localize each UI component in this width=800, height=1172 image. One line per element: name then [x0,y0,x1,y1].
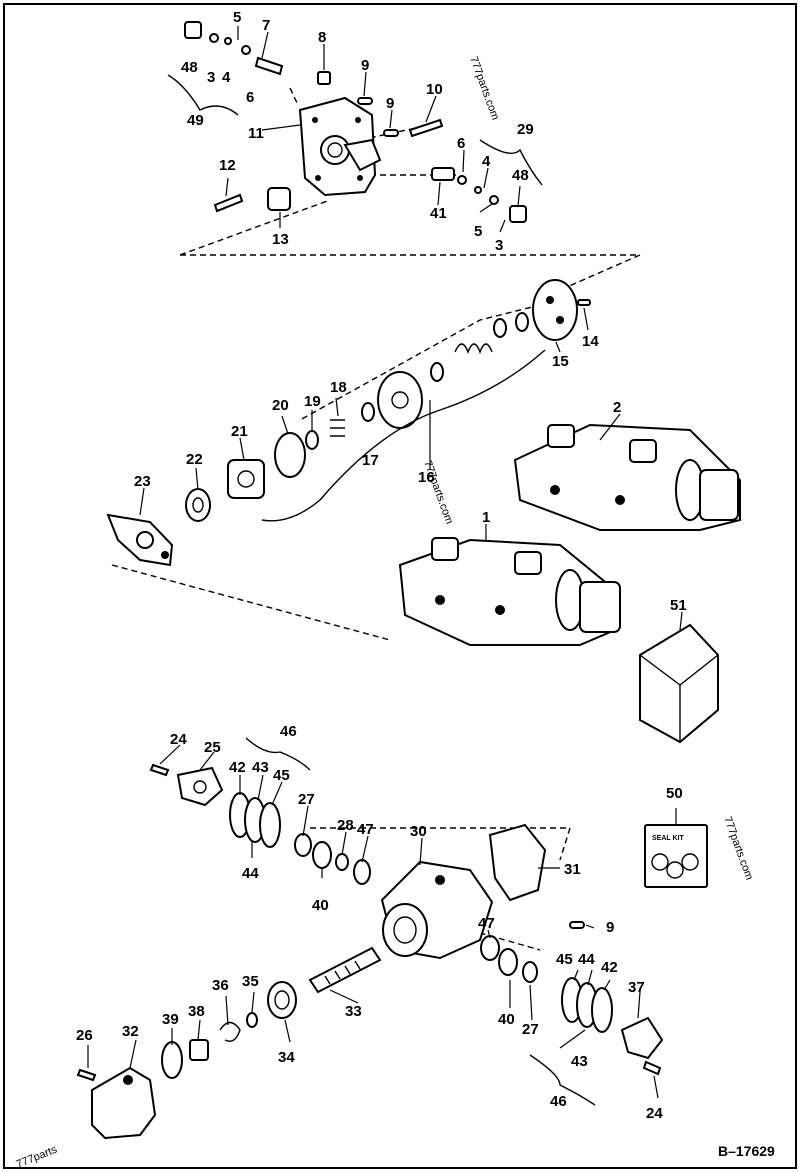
figure-number: B–17629 [718,1143,775,1159]
watermarks: 777parts.com 777parts.com 777parts.com 7… [15,55,756,1171]
callout-22: 22 [186,451,203,468]
callout-49: 49 [187,112,204,129]
callout-46: 46 [550,1093,567,1110]
end-cap-group [167,21,641,291]
callout-45: 45 [556,951,573,968]
callout-39: 39 [162,1011,179,1028]
callout-38: 38 [188,1003,205,1020]
callout-41: 41 [430,205,447,222]
callout-5: 5 [474,223,482,240]
callout-29: 29 [517,121,534,138]
seal-kit-label: SEAL KIT [652,835,684,842]
callout-10: 10 [426,81,443,98]
callout-9: 9 [361,57,369,74]
callout-23: 23 [134,473,151,490]
callout-21: 21 [231,423,248,440]
callout-3: 3 [495,237,503,254]
callout-34: 34 [278,1049,295,1066]
callout-1: 1 [482,509,490,526]
callout-42: 42 [601,959,618,976]
callout-18: 18 [330,379,347,396]
callout-17: 17 [362,452,379,469]
callout-48: 48 [181,59,198,76]
callout-30: 30 [410,823,427,840]
callout-12: 12 [219,157,236,174]
leader-lines [87,26,683,1099]
callout-5: 5 [233,9,241,26]
callout-31: 31 [564,861,581,878]
callout-26: 26 [76,1027,93,1044]
callout-6: 6 [457,135,465,152]
page-border [3,3,797,1169]
callout-33: 33 [345,1003,362,1020]
callout-4: 4 [482,153,491,170]
callout-50: 50 [666,785,683,802]
callout-28: 28 [337,817,354,834]
seal-kit-card: SEAL KIT [644,824,708,888]
callout-36: 36 [212,977,229,994]
callout-8: 8 [318,29,326,46]
callout-51: 51 [670,597,687,614]
callout-7: 7 [262,17,270,34]
callout-46: 46 [280,723,297,740]
pump-assembly-2 [513,423,741,531]
callout-45: 45 [273,767,290,784]
callout-35: 35 [242,973,259,990]
callout-32: 32 [122,1023,139,1040]
callout-44: 44 [242,865,259,882]
kit-box [639,623,719,744]
callout-24: 24 [170,731,187,748]
callout-14: 14 [582,333,599,350]
callout-27: 27 [522,1021,539,1038]
callout-42: 42 [229,759,246,776]
callout-43: 43 [252,759,269,776]
callout-40: 40 [312,897,329,914]
callout-20: 20 [272,397,289,414]
callout-47: 47 [357,821,374,838]
callout-47: 47 [478,915,495,932]
callout-3: 3 [207,69,215,86]
callout-6: 6 [246,89,254,106]
callout-24: 24 [646,1105,663,1122]
callout-11: 11 [248,125,264,142]
callout-13: 13 [272,231,289,248]
watermark-corner: 777parts [15,1143,60,1170]
callout-40: 40 [498,1011,515,1028]
watermark-top: 777parts.com [467,55,501,122]
callout-4: 4 [222,69,231,86]
callout-43: 43 [571,1053,588,1070]
callout-15: 15 [552,353,569,370]
housing-group [76,737,664,1140]
pump-assembly-1 [398,537,621,646]
callout-2: 2 [613,399,621,416]
callout-9: 9 [386,95,394,112]
callout-9: 9 [606,919,614,936]
callout-labels: 5 7 8 48 3 4 6 9 9 10 49 11 29 6 4 12 48… [76,9,687,1122]
callout-16: 16 [418,469,435,486]
callout-44: 44 [578,951,595,968]
callout-25: 25 [204,739,221,756]
callout-19: 19 [304,393,321,410]
rotating-group [106,279,591,641]
callout-27: 27 [298,791,315,808]
callout-37: 37 [628,979,645,996]
callout-48: 48 [512,167,529,184]
watermark-right: 777parts.com [721,815,755,882]
